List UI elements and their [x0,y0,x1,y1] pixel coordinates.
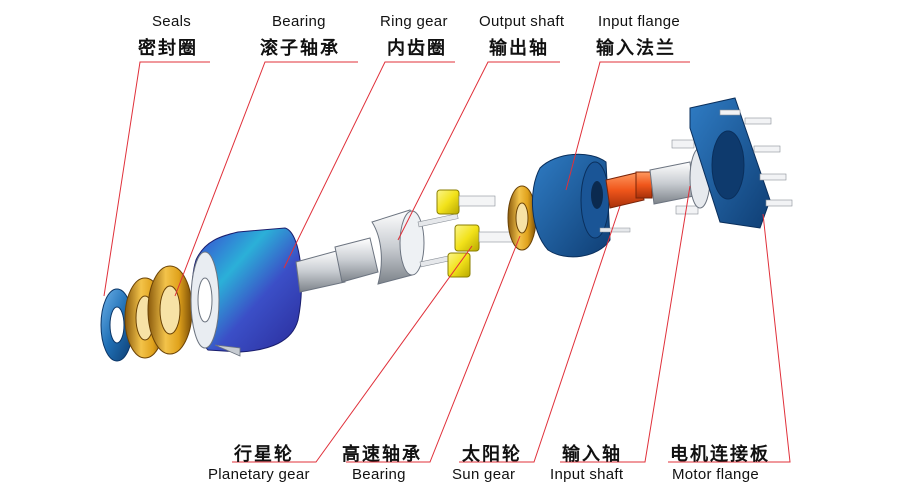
planetary-gear-bottom [447,252,471,278]
motor-flange-label-en: Motor flange [672,466,759,483]
input-flange-label-en: Input flange [598,13,680,30]
seal-ring [100,288,134,362]
motor-flange-label-zh: 电机连接板 [670,444,770,465]
bearing-label-zh: 滚子轴承 [260,38,340,59]
leader-lines [103,61,791,463]
hs-bearing-label-en: Bearing [352,466,406,483]
bearing-label-en: Bearing [272,13,326,30]
ring-gear-housing [190,227,303,357]
hs-bearing-label-zh: 高速轴承 [342,444,422,465]
output-shaft-label-zh: 输出轴 [489,38,549,59]
planetary-gear-lower [454,224,516,252]
seals-label-zh: 密封圈 [138,38,198,59]
input-shaft-label-zh: 输入轴 [562,444,622,465]
flange-bolts [719,109,793,207]
input-flange-label-zh: 输入法兰 [596,38,676,59]
motor-flange [689,97,793,229]
sun-gear-label-zh: 太阳轮 [462,444,522,465]
output-shaft-label-en: Output shaft [479,13,565,30]
seals-label-en: Seals [152,13,192,30]
roller-bearing-2 [147,265,193,355]
planetary-gear-label-zh: 行星轮 [234,444,294,465]
planetary-gear-upper [436,189,496,215]
ring-gear-label-en: Ring gear [380,13,448,30]
planetary-gear-label-en: Planetary gear [208,466,310,483]
input-shaft [605,139,711,215]
input-shaft-label-en: Input shaft [550,466,624,483]
output-shaft [295,209,461,293]
input-flange [531,153,631,258]
ring-gear-label-zh: 内齿圈 [387,38,447,59]
sun-gear-label-en: Sun gear [452,466,516,483]
high-speed-bearing [507,185,537,251]
